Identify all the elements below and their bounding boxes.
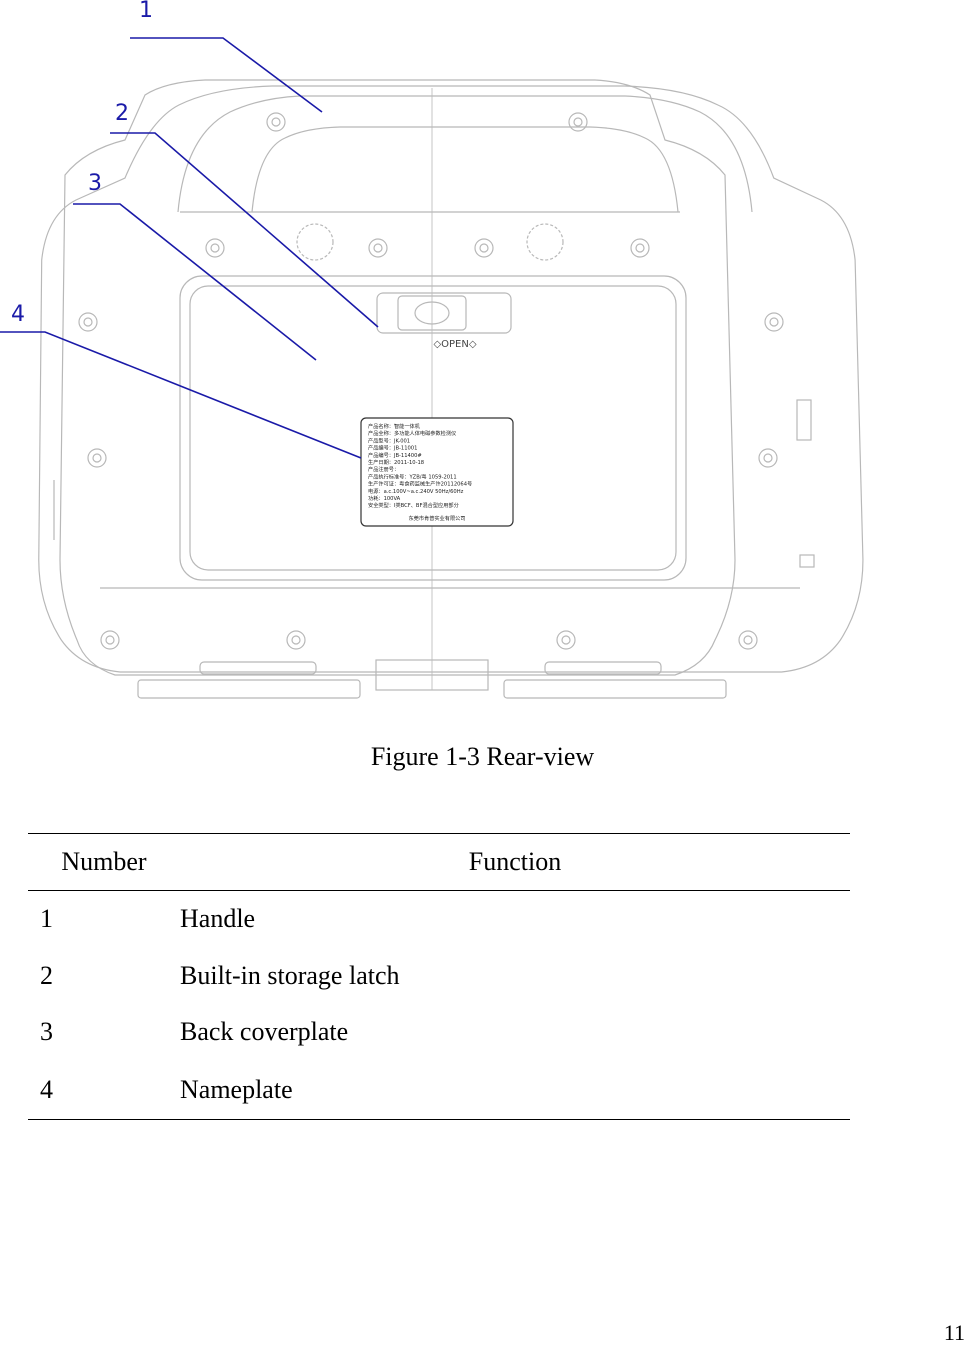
row-function: Handle (180, 904, 256, 934)
row-function: Built-in storage latch (180, 960, 400, 990)
table-row: 3 Back coverplate (28, 1004, 850, 1061)
callout-line-1 (130, 37, 323, 113)
callout-4: 4 (11, 302, 25, 327)
nameplate-line: 生产日期：2011-10-18 (368, 458, 424, 466)
handle-outline (177, 95, 753, 213)
row-function: Back coverplate (180, 1017, 349, 1047)
nameplate-line: 产品编号：JB-11400# (368, 451, 422, 459)
nameplate-text: 产品名称：智能一体机产品全称：多功能人体电磁参数检测仪产品型号：JK-001产品… (368, 422, 472, 522)
header-function: Function (468, 847, 562, 876)
callout-line-2 (110, 132, 379, 328)
nameplate-line: 电源：a.c.100V~a.c.240V 50Hz/60Hz (368, 487, 464, 495)
table-row: 2 Built-in storage latch (28, 948, 850, 1005)
nameplate-line: 产品执行标准号：YZB/粤 1059-2011 (368, 472, 457, 480)
nameplate-line: 产品型号：JK-001 (368, 436, 410, 444)
callout-1: 1 (139, 0, 153, 23)
row-number: 4 (40, 1074, 53, 1104)
callout-line-3 (73, 203, 317, 361)
device-outer-body (59, 79, 736, 676)
device-body (38, 85, 864, 673)
back-coverplate (179, 275, 687, 581)
page-number: 11 (943, 1320, 965, 1345)
nameplate-line: 东莞市肯普实业有限公司 (408, 514, 465, 522)
nameplate-line: 产品编号：JB-11001 (368, 444, 417, 452)
function-table: Number Function 1 Handle 2 Built-in stor… (28, 833, 850, 1120)
callout-3: 3 (88, 171, 102, 196)
nameplate (360, 417, 514, 527)
table-row: 4 Nameplate (28, 1061, 850, 1119)
row-number: 3 (40, 1017, 53, 1047)
row-number: 2 (40, 960, 53, 990)
callout-2: 2 (115, 101, 129, 126)
nameplate-line: 功耗：100VA (368, 494, 401, 502)
header-number: Number (61, 847, 147, 876)
nameplate-line: 生产许可证：粤食药监械生产许20112064号 (368, 480, 472, 488)
row-number: 1 (40, 904, 53, 934)
open-label: ◇OPEN◇ (433, 339, 476, 350)
nameplate-line: 产品名称：智能一体机 (368, 422, 421, 430)
table-header-row: Number Function (28, 833, 850, 891)
callout-line-4 (0, 331, 362, 459)
row-function: Nameplate (180, 1074, 293, 1104)
table-row: 1 Handle (28, 891, 850, 948)
storage-latch (376, 292, 512, 334)
device-rear-drawing: 产品名称：智能一体机产品全称：多功能人体电磁参数检测仪产品型号：JK-001产品… (0, 37, 864, 699)
nameplate-line: 产品全称：多功能人体电磁参数检测仪 (368, 429, 456, 437)
figure-caption: Figure 1-3 Rear-view (370, 742, 595, 771)
handle-inner (251, 126, 679, 213)
nameplate-line: 产品注册号： (368, 465, 399, 473)
nameplate-line: 安全类型：Ⅰ类BCF、BF混合型应用部分 (368, 501, 459, 509)
